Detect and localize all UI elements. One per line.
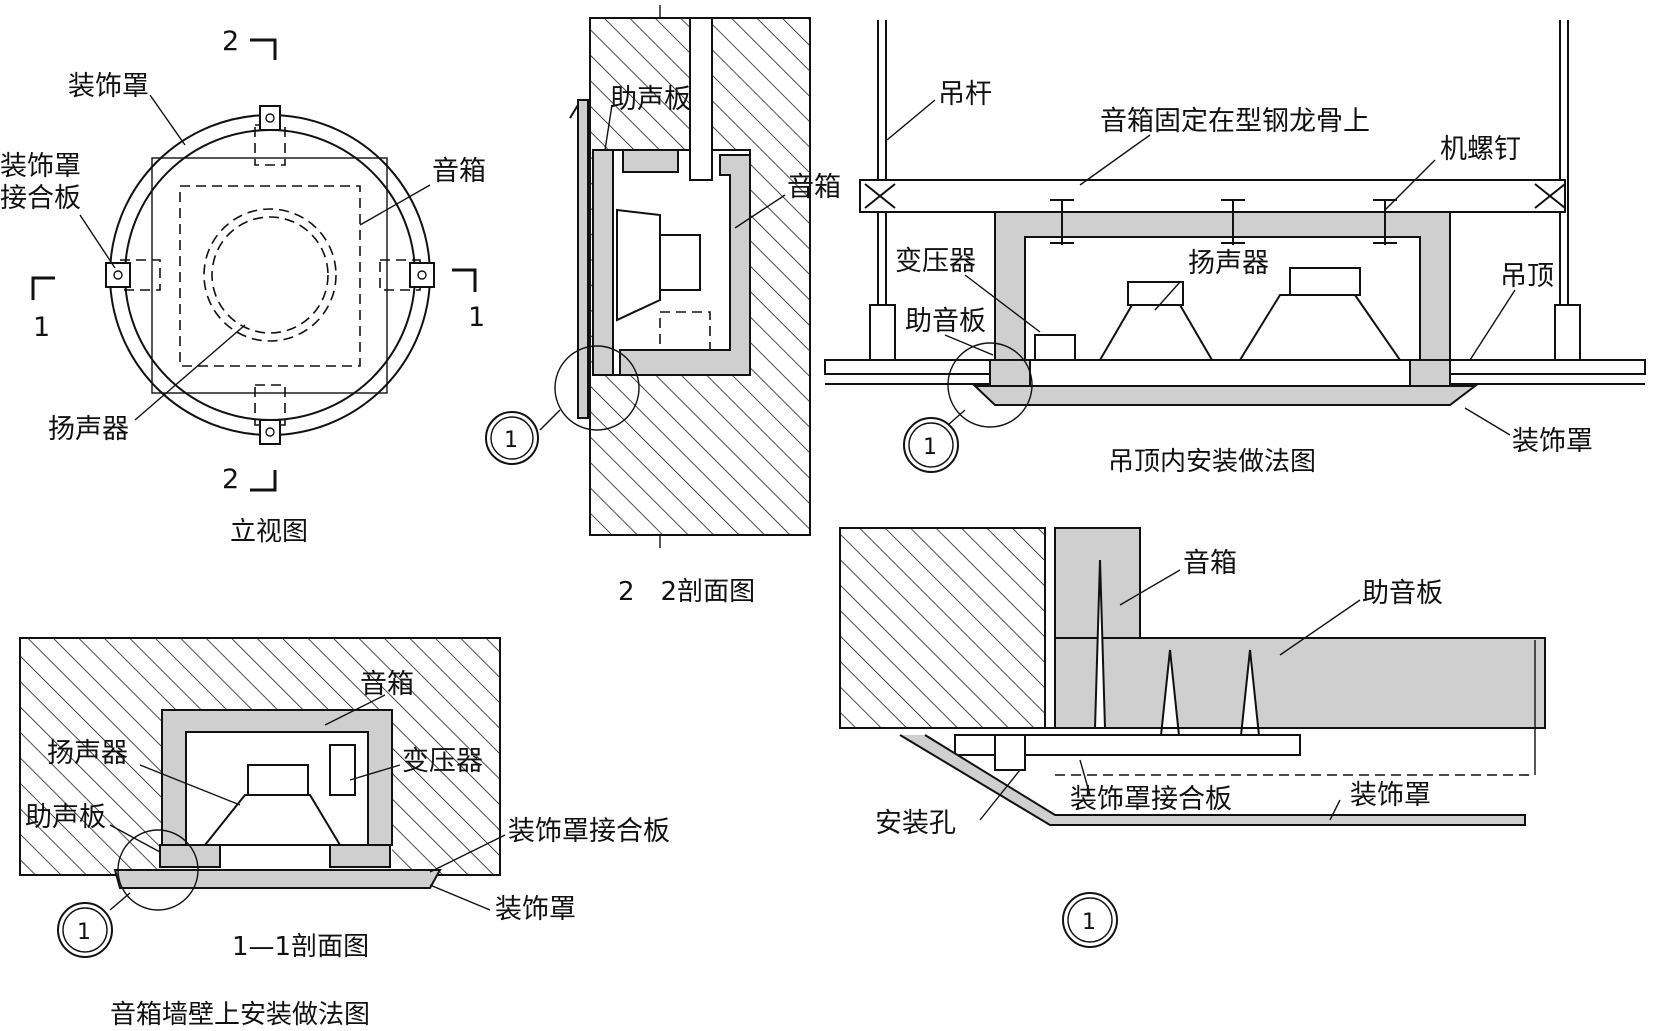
cover-screws: [105, 105, 435, 445]
wall-install-title: 音箱墙壁上安装做法图: [110, 1000, 370, 1030]
section-2-2-title: 2 2剖面图: [618, 577, 755, 607]
elevation-view: 2 2 1 1 装饰罩 装饰罩 接合板 音箱 扬声器 立视图: [0, 26, 486, 547]
box-outline: [151, 157, 388, 394]
section-mark-1-right: [452, 268, 477, 292]
hanger-plate: [689, 17, 713, 181]
ceiling-install-view: 1 吊杆 音箱固定在型钢龙骨上 机螺钉 变压器 扬声器 吊顶 助音板 装饰罩 吊…: [824, 20, 1646, 477]
wall-hatched: [839, 527, 1046, 729]
detail-ref-number: 1: [923, 435, 937, 460]
label-screw: 机螺钉: [1440, 134, 1521, 165]
label-fix-note: 音箱固定在型钢龙骨上: [1100, 106, 1370, 137]
detail-ref-number: 1: [77, 920, 91, 945]
detail-1-title-circle: [1062, 892, 1118, 948]
steel-keel: [859, 179, 1566, 213]
transformer: [329, 744, 356, 796]
label-baffle: 助音板: [905, 306, 986, 337]
label-box: 音箱: [1183, 548, 1237, 579]
baffle-board: [592, 149, 614, 376]
elevation-title: 立视图: [230, 517, 308, 547]
detail-ref-circle: [903, 417, 959, 473]
label-box: 音箱: [787, 172, 841, 203]
label-box: 音箱: [360, 669, 414, 700]
speaker-right-magnet: [1289, 267, 1361, 296]
label-hole: 安装孔: [875, 808, 956, 839]
section-mark-label: 2: [222, 464, 239, 495]
label-rod: 吊杆: [938, 79, 992, 110]
label-baffle: 助声板: [25, 802, 106, 833]
baffle-right: [329, 844, 391, 868]
decorative-cover: [899, 734, 1526, 826]
detail-circle: [947, 342, 1033, 428]
cover-outer-ring: [109, 114, 431, 436]
decorative-cover: [972, 385, 1478, 406]
transformer: [1034, 334, 1076, 361]
cover: [577, 99, 589, 419]
speaker-left-magnet: [1127, 281, 1184, 306]
decorative-cover: [113, 869, 442, 889]
speaker-left-cone: [1098, 304, 1214, 361]
label-cover: 装饰罩: [68, 71, 149, 102]
ceiling-title: 吊顶内安装做法图: [1108, 447, 1316, 477]
box-inner-dashed: [179, 185, 361, 367]
section-1-1: 1 音箱 扬声器 变压器 助声板 装饰罩接合板 装饰罩 1—1剖面图 音箱墙壁上…: [19, 637, 670, 1030]
baffle-board: [1054, 637, 1546, 729]
detail-1-view: 音箱 助音板 装饰罩接合板 装饰罩 安装孔 1: [839, 527, 1546, 948]
speaker-magnet: [659, 234, 701, 291]
label-box: 音箱: [432, 156, 486, 187]
label-cover: 装饰罩: [1350, 780, 1431, 811]
label-transformer: 变压器: [402, 746, 483, 777]
section-mark-2-top: [250, 38, 277, 60]
label-speaker: 扬声器: [48, 414, 129, 445]
label-cover-plate: 装饰罩接合板: [1070, 784, 1232, 815]
speaker-magnet: [247, 764, 309, 796]
machine-screws: [1050, 199, 1397, 245]
section-mark-label: 1: [468, 302, 485, 333]
section-mark-label: 2: [222, 26, 239, 57]
label-cover: 装饰罩: [1512, 426, 1593, 457]
section-mark-1-left: [31, 276, 55, 300]
cover-plate: [954, 734, 1301, 756]
section-mark-2-bottom: [250, 470, 277, 492]
cover-inner-ring: [124, 129, 416, 421]
label-cover: 装饰罩: [495, 894, 576, 925]
detail-ref-circle: [485, 411, 539, 465]
label-cover-plate-line1: 装饰罩: [0, 151, 81, 182]
label-ceiling: 吊顶: [1500, 261, 1554, 292]
detail-ref-number: 1: [504, 428, 518, 453]
detail-circle: [554, 345, 640, 431]
section-2-2: 1 助声板 音箱 2 2剖面图: [485, 5, 841, 607]
section-mark-label: 1: [33, 312, 50, 343]
label-baffle: 助音板: [1362, 578, 1443, 609]
speaker-cone: [202, 794, 342, 846]
baffle-left: [159, 844, 221, 868]
detail-1-title: 1: [1082, 910, 1096, 935]
label-speaker: 扬声器: [1188, 248, 1269, 279]
label-transformer: 变压器: [895, 246, 976, 277]
transformer-dashed: [659, 311, 711, 351]
label-cover-plate: 装饰罩接合板: [508, 816, 670, 847]
box-shell: [619, 154, 751, 376]
section-1-1-title: 1—1剖面图: [232, 932, 369, 962]
label-cover-plate-line2: 接合板: [0, 183, 81, 214]
speaker-cone: [616, 208, 661, 322]
label-speaker: 扬声器: [47, 738, 128, 769]
detail-ref-circle: [57, 902, 113, 958]
label-baffle: 助声板: [610, 84, 691, 115]
speaker-right-cone: [1238, 294, 1402, 361]
speaker-outline: [203, 208, 337, 342]
detail-circle: [117, 829, 199, 911]
